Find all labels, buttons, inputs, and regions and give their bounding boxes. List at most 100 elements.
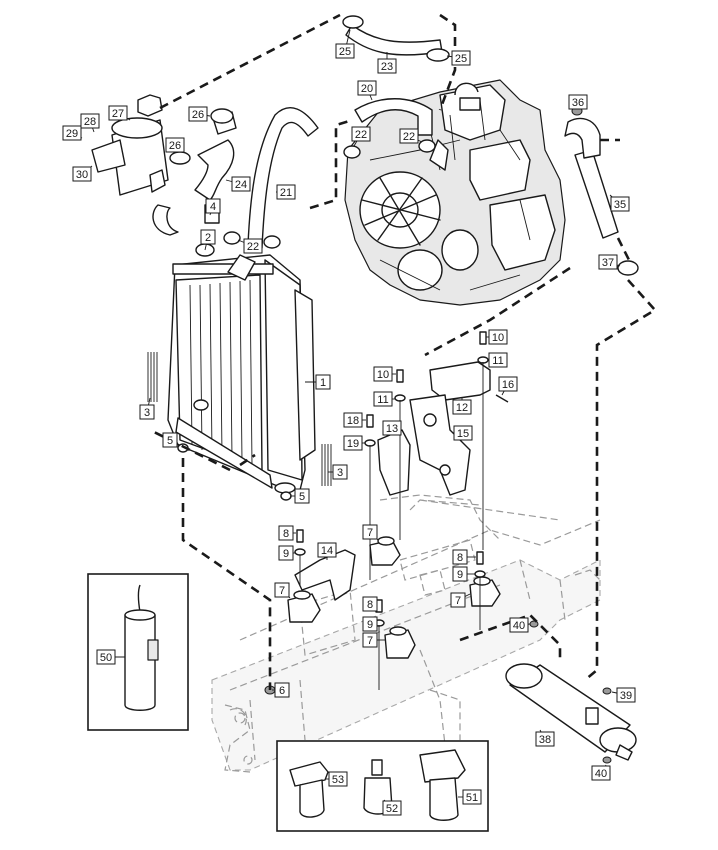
- callout-37: 37: [598, 254, 621, 270]
- callout-box: [373, 391, 393, 407]
- callout-number: 10: [377, 369, 389, 381]
- callout-number: 28: [84, 116, 96, 128]
- callout-box: [362, 524, 378, 540]
- alignment-lines: [299, 362, 484, 690]
- callout-box: [335, 43, 355, 59]
- callout-number: 5: [167, 435, 173, 447]
- callout-box: [362, 616, 378, 632]
- engine-mounts: [287, 536, 501, 659]
- callout-number: 8: [283, 528, 289, 540]
- callout-box: [188, 106, 208, 122]
- callout-box: [488, 329, 508, 345]
- callout-number: 25: [455, 53, 467, 65]
- callout-number: 9: [367, 619, 373, 631]
- dashed-lead-lines: [149, 13, 658, 690]
- callout-number: 24: [235, 179, 247, 191]
- callout-number: 36: [572, 97, 584, 109]
- callout-number: 7: [279, 585, 285, 597]
- callout-number: 38: [539, 734, 551, 746]
- callout-3: 3: [139, 397, 155, 420]
- callout-box: [343, 435, 363, 451]
- callout-28: 28: [80, 113, 100, 133]
- callout-box: [535, 731, 555, 747]
- callout-box: [315, 374, 331, 390]
- callout-box: [96, 649, 116, 665]
- callout-box: [278, 545, 294, 561]
- callout-number: 22: [403, 131, 415, 143]
- callout-number: 20: [361, 83, 373, 95]
- callout-box: [351, 126, 371, 142]
- callout-20: 20: [357, 80, 377, 101]
- callout-box: [488, 352, 508, 368]
- callout-number: 7: [367, 635, 373, 647]
- callout-box: [162, 432, 178, 448]
- callout-10: 10: [486, 329, 508, 345]
- callout-40: 40: [509, 617, 531, 633]
- callout-number: 25: [339, 46, 351, 58]
- callout-number: 29: [66, 128, 78, 140]
- callout-50: 50: [96, 649, 125, 665]
- callout-number: 9: [457, 569, 463, 581]
- callout-number: 35: [614, 199, 626, 211]
- callout-number: 26: [169, 140, 181, 152]
- callout-4: 4: [205, 198, 221, 216]
- rubber-strips: [147, 352, 332, 486]
- callout-15: 15: [453, 425, 473, 441]
- callout-26: 26: [165, 137, 185, 153]
- callout-22: 22: [351, 126, 371, 147]
- callout-1: 1: [305, 374, 331, 390]
- callout-25: 25: [446, 50, 471, 66]
- callout-number: 4: [210, 201, 216, 213]
- callout-8: 8: [278, 525, 296, 541]
- callout-number: 51: [466, 792, 478, 804]
- callout-number: 40: [513, 620, 525, 632]
- callout-box: [362, 596, 378, 612]
- callout-52: 52: [382, 799, 402, 816]
- callout-number: 11: [377, 394, 388, 406]
- callout-number: 50: [100, 652, 112, 664]
- callout-box: [200, 229, 216, 245]
- callout-number: 22: [355, 129, 367, 141]
- callout-14: 14: [317, 542, 337, 560]
- callout-number: 6: [279, 685, 285, 697]
- callout-number: 8: [457, 552, 463, 564]
- callout-box: [450, 592, 466, 608]
- callout-box: [598, 254, 618, 270]
- callout-box: [377, 58, 397, 74]
- callout-number: 8: [367, 599, 373, 611]
- callout-number: 15: [457, 428, 469, 440]
- callout-number: 5: [299, 491, 305, 503]
- callout-number: 9: [283, 548, 289, 560]
- chassis-frame: [211, 494, 601, 773]
- callout-number: 30: [76, 169, 88, 181]
- callout-box: [165, 137, 185, 153]
- callout-box: [399, 128, 419, 144]
- callout-7: 7: [362, 524, 379, 541]
- callout-number: 12: [456, 402, 468, 414]
- hoses: [194, 24, 619, 249]
- callout-box: [382, 420, 402, 436]
- callout-7: 7: [362, 632, 385, 648]
- callout-box: [72, 166, 92, 182]
- callout-38: 38: [535, 729, 555, 747]
- callout-5: 5: [290, 488, 310, 504]
- callout-30: 30: [72, 165, 93, 182]
- callout-layer: 1233455677778889991010111112131415161819…: [62, 29, 636, 816]
- callout-box: [328, 771, 348, 787]
- callout-21: 21: [276, 184, 296, 200]
- callout-box: [205, 198, 221, 214]
- callout-box: [274, 682, 290, 698]
- callout-box: [452, 399, 472, 415]
- callout-25: 25: [335, 29, 355, 59]
- callout-9: 9: [362, 616, 378, 632]
- inset-box-fuel-filters: [276, 740, 489, 832]
- callout-18: 18: [343, 412, 366, 428]
- expansion-tank: [91, 94, 179, 236]
- callout-box: [591, 765, 611, 781]
- callout-9: 9: [278, 545, 295, 561]
- callout-7: 7: [274, 582, 291, 599]
- callout-box: [610, 196, 630, 212]
- callout-11: 11: [488, 352, 508, 368]
- callout-number: 13: [386, 423, 398, 435]
